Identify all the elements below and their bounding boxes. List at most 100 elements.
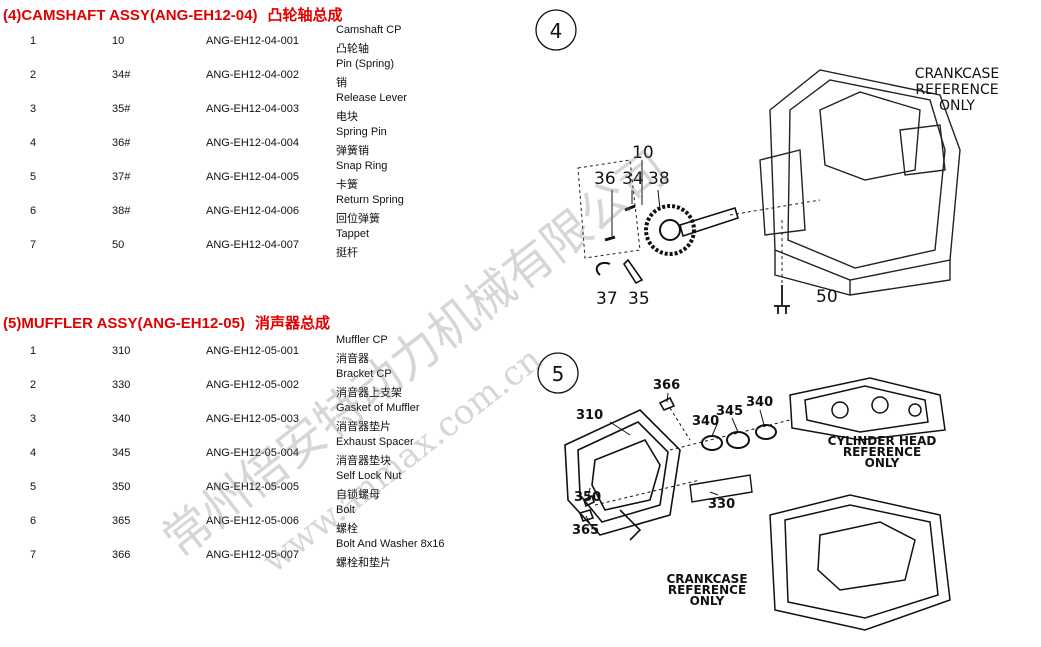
row-ref: 35# (112, 103, 131, 115)
row-ref: 38# (112, 205, 131, 217)
row-name-cn: 电块 (336, 111, 358, 123)
row-number: 6 (30, 205, 37, 217)
row-number: 7 (30, 549, 37, 561)
muffler-bracket (689, 474, 753, 503)
cylinder-note-line1: CYLINDER HEAD (828, 434, 937, 448)
row-ref: 34# (112, 69, 131, 81)
row-name-en: Muffler CP (336, 334, 388, 346)
row-name-en: Self Lock Nut (336, 470, 402, 482)
bolt (578, 509, 595, 522)
row-code: ANG-EH12-04-007 (206, 239, 299, 251)
camshaft (679, 206, 739, 238)
reference-note-line3: ONLY (939, 98, 975, 114)
row-number: 5 (30, 481, 37, 493)
row-number: 2 (30, 379, 37, 391)
row-name-cn: 回位弹簧 (336, 213, 380, 225)
row-code: ANG-EH12-05-005 (206, 481, 299, 493)
camshaft-exploded-diagram: 4 10 36 34 38 37 35 50 CRANKCASE REFEREN… (535, 9, 1000, 314)
bolt-and-washer (658, 396, 676, 412)
diagram-number: 5 (552, 362, 565, 386)
row-number: 5 (30, 171, 37, 183)
row-ref: 366 (112, 549, 131, 561)
callout-340-right: 340 (746, 395, 773, 410)
tappet (774, 285, 790, 314)
table-row: 7 366 ANG-EH12-05-007 Bolt And Washer 8x… (0, 538, 520, 572)
row-number: 7 (30, 239, 37, 251)
crankcase-note-line2: REFERENCE (668, 583, 746, 597)
table-row: 2 330 ANG-EH12-05-002 Bracket CP 消音器上支架 (0, 368, 520, 402)
row-ref: 350 (112, 481, 131, 493)
row-code: ANG-EH12-04-003 (206, 103, 299, 115)
row-name-cn: 销 (336, 77, 347, 89)
table-row: 5 37# ANG-EH12-04-005 Snap Ring 卡簧 (0, 160, 520, 194)
table-row: 4 36# ANG-EH12-04-004 Spring Pin 弹簧销 (0, 126, 520, 160)
row-name-cn: 卡簧 (336, 179, 358, 191)
row-number: 6 (30, 515, 37, 527)
row-name-en: Exhaust Spacer (336, 436, 414, 448)
self-lock-nut (583, 494, 595, 508)
table-row: 1 10 ANG-EH12-04-001 Camshaft CP 凸轮轴 (0, 24, 520, 58)
row-name-cn: 凸轮轴 (336, 43, 369, 55)
callout-34: 34 (622, 169, 644, 189)
assembly-dash-lines (594, 407, 791, 506)
row-code: ANG-EH12-04-006 (206, 205, 299, 217)
callout-350: 350 (574, 490, 601, 505)
row-number: 4 (30, 447, 37, 459)
table-row: 3 35# ANG-EH12-04-003 Release Lever 电块 (0, 92, 520, 126)
row-code: ANG-EH12-05-001 (206, 345, 299, 357)
section-title-cn: 凸轮轴总成 (267, 7, 343, 24)
section-title-en: (4)CAMSHAFT ASSY(ANG-EH12-04) (3, 7, 258, 24)
callout-330: 330 (708, 497, 735, 512)
row-code: ANG-EH12-05-004 (206, 447, 299, 459)
diagram-number: 4 (550, 19, 563, 43)
row-name-en: Pin (Spring) (336, 58, 395, 70)
table-row: 4 345 ANG-EH12-05-004 Exhaust Spacer 消音器… (0, 436, 520, 470)
row-ref: 310 (112, 345, 131, 357)
crankcase-outline (759, 69, 961, 296)
row-ref: 330 (112, 379, 131, 391)
row-ref: 37# (112, 171, 131, 183)
callout-310: 310 (576, 408, 603, 423)
row-name-en: Gasket of Muffler (336, 402, 420, 414)
row-code: ANG-EH12-04-002 (206, 69, 299, 81)
row-ref: 345 (112, 447, 131, 459)
row-name-cn: 弹簧销 (336, 145, 369, 157)
row-code: ANG-EH12-04-005 (206, 171, 299, 183)
row-name-en: Spring Pin (336, 126, 387, 138)
row-name-en: Release Lever (336, 92, 407, 104)
muffler-exploded-diagram: 5 (537, 352, 951, 631)
spring-pin (624, 204, 636, 212)
crankcase-note-line3: ONLY (690, 594, 725, 608)
callout-340-left: 340 (692, 414, 719, 429)
row-number: 1 (30, 345, 37, 357)
callout-38: 38 (648, 169, 670, 189)
exploded-dash-lines (577, 159, 821, 285)
callout-35: 35 (628, 289, 650, 309)
row-ref: 340 (112, 413, 131, 425)
section-title-muffler: (5)MUFFLER ASSY(ANG-EH12-05)消声器总成 (3, 312, 330, 333)
section-title-camshaft: (4)CAMSHAFT ASSY(ANG-EH12-04) 凸轮轴总成 (3, 4, 342, 25)
callout-10: 10 (632, 143, 654, 163)
row-ref: 50 (112, 239, 125, 251)
callout-345: 345 (716, 404, 743, 419)
row-name-cn: 螺栓和垫片 (336, 557, 391, 569)
row-name-en: Return Spring (336, 194, 404, 206)
diagram-number-circle (537, 352, 579, 394)
section-title-en: (5)MUFFLER ASSY(ANG-EH12-05) (3, 315, 245, 332)
cylinder-note-line2: REFERENCE (843, 445, 921, 459)
crankcase-outline (769, 494, 951, 631)
reference-note-line2: REFERENCE (915, 82, 998, 98)
callout-37: 37 (596, 289, 618, 309)
row-code: ANG-EH12-05-002 (206, 379, 299, 391)
row-name-cn: 消音器垫块 (336, 455, 391, 467)
table-row: 6 38# ANG-EH12-04-006 Return Spring 回位弹簧 (0, 194, 520, 228)
table-row: 7 50 ANG-EH12-04-007 Tappet 挺杆 (0, 228, 520, 262)
snap-ring (595, 262, 611, 276)
cam-gear (644, 204, 696, 256)
reference-note-line1: CRANKCASE (915, 66, 1000, 82)
cylinder-head-outline (789, 377, 946, 441)
table-row: 3 340 ANG-EH12-05-003 Gasket of Muffler … (0, 402, 520, 436)
row-name-en: Snap Ring (336, 160, 388, 172)
crankcase-note-line1: CRANKCASE (666, 572, 747, 586)
row-name-en: Tappet (336, 228, 370, 240)
